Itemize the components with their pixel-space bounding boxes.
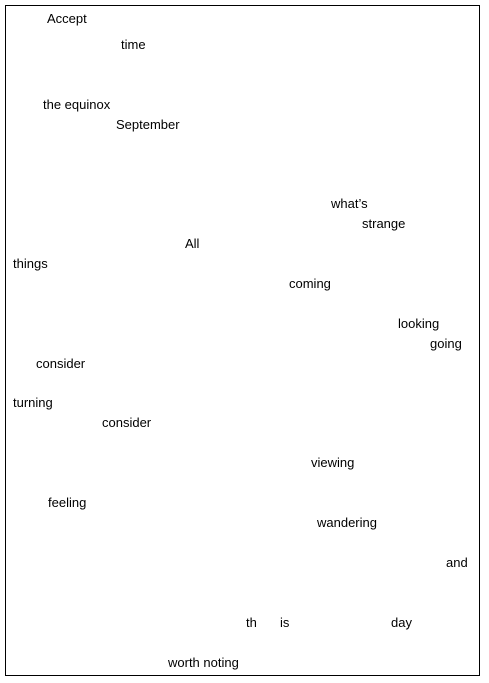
- word-consider-1: consider: [36, 356, 86, 371]
- word-all: All: [185, 236, 200, 251]
- word-time: time: [121, 37, 146, 52]
- word-feeling: feeling: [48, 495, 87, 510]
- page-border: [5, 5, 480, 676]
- word-and: and: [446, 555, 468, 570]
- word-coming: coming: [289, 276, 331, 291]
- word-day: day: [391, 615, 412, 630]
- word-going: going: [430, 336, 462, 351]
- word-is: is: [280, 615, 290, 630]
- word-things: things: [13, 256, 48, 271]
- word-looking: looking: [398, 316, 440, 331]
- word-consider-2: consider: [102, 415, 152, 430]
- word-th: th: [246, 615, 257, 630]
- word-september: September: [116, 117, 180, 132]
- word-whats: what’s: [331, 196, 368, 211]
- word-wandering: wandering: [317, 515, 377, 530]
- word-strange: strange: [362, 216, 406, 231]
- word-worth-noting: worth noting: [168, 655, 239, 670]
- word-viewing: viewing: [311, 455, 355, 470]
- word-the-equinox: the equinox: [43, 97, 111, 112]
- word-accept: Accept: [47, 11, 87, 26]
- word-turning: turning: [13, 395, 53, 410]
